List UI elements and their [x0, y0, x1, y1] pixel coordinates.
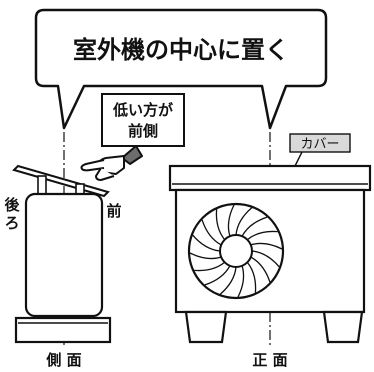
- side-unit-body: [24, 192, 104, 318]
- hand-note: 低い方が 前側: [101, 93, 185, 147]
- back-label-2: ろ: [4, 214, 19, 232]
- fan-blade: [201, 219, 222, 246]
- fan-blade: [227, 204, 235, 237]
- front-foot-left: [184, 310, 228, 344]
- fan-grille-icon: [187, 202, 285, 300]
- side-base-stand: [14, 316, 112, 344]
- side-cover: [12, 164, 110, 198]
- fan-blade: [189, 252, 222, 260]
- fan-blade: [250, 256, 271, 283]
- side-view: 後 ろ 前 側 面: [3, 164, 122, 369]
- side-bracket-left: [37, 175, 47, 195]
- hand-note-line2: 前側: [128, 122, 158, 140]
- fan-blade: [204, 265, 231, 286]
- cover-label-box: [289, 133, 351, 153]
- fan-blade: [192, 234, 221, 252]
- front-label: 前: [106, 202, 121, 220]
- fan-blade: [251, 250, 280, 268]
- cover-label: カバー: [300, 137, 339, 152]
- front-view: カバー 正 面: [168, 133, 372, 369]
- fan-blade: [246, 261, 257, 293]
- side-view-caption: 側 面: [45, 351, 81, 369]
- fan-blade: [215, 209, 226, 241]
- pointing-hand-icon: [80, 145, 143, 181]
- fan-blade: [235, 207, 253, 236]
- fan-blade: [237, 265, 245, 298]
- front-unit-body: [174, 188, 366, 314]
- front-view-caption: 正 面: [252, 351, 287, 369]
- hand-note-line1: 低い方が: [112, 101, 174, 119]
- fan-blade: [241, 216, 268, 237]
- back-label-1: 後: [3, 196, 20, 214]
- fan-blade: [219, 266, 237, 295]
- callout-bubble: 室外機の中心に置く: [34, 8, 328, 130]
- front-foot-right: [322, 310, 364, 344]
- fan-blade: [246, 230, 278, 241]
- callout-text: 室外機の中心に置く: [73, 36, 289, 64]
- front-cover: [168, 164, 372, 192]
- fan-blade: [250, 242, 283, 250]
- fan-blade: [194, 261, 226, 272]
